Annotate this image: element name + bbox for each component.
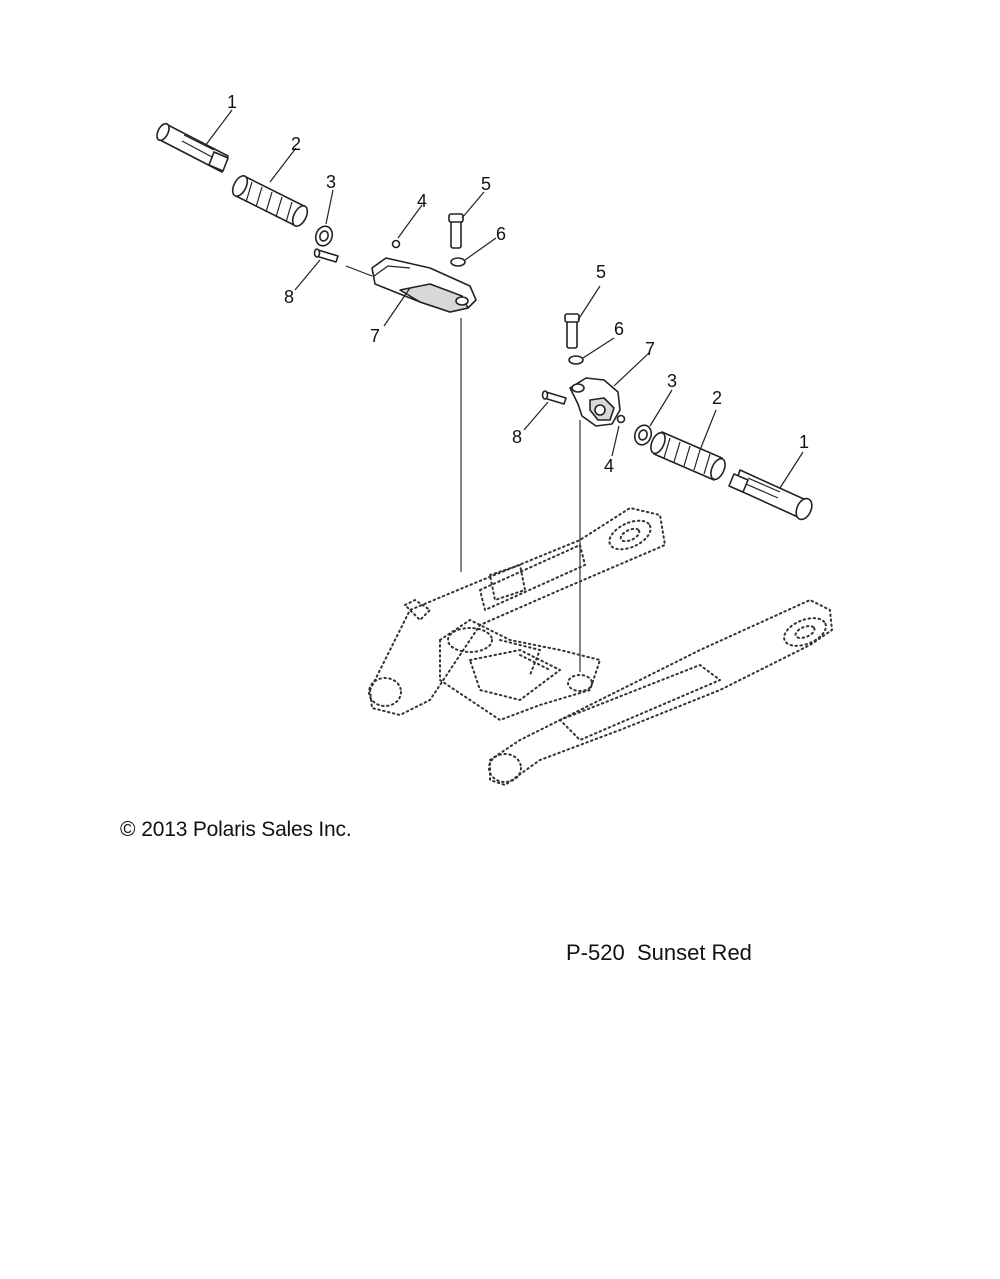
copyright-symbol: © bbox=[120, 818, 136, 841]
left-peg-shaft bbox=[156, 122, 229, 173]
callout-right-2: 2 bbox=[712, 388, 722, 408]
left-footpeg-bracket bbox=[371, 257, 477, 313]
swingarm-phantom bbox=[368, 507, 833, 786]
callout-left-4: 4 bbox=[417, 191, 427, 211]
callout-right-3: 3 bbox=[667, 371, 677, 391]
copyright-notice: ©2013 Polaris Sales Inc. bbox=[120, 818, 352, 842]
callout-right-8: 8 bbox=[512, 427, 522, 447]
right-footpeg-bracket bbox=[569, 377, 621, 427]
right-footpeg-assembly: 5 6 7 4 8 3 bbox=[512, 262, 813, 672]
color-name: Sunset Red bbox=[636, 940, 752, 965]
callout-right-4: 4 bbox=[604, 456, 614, 476]
left-rubber-grip bbox=[231, 175, 309, 227]
callout-left-8: 8 bbox=[284, 287, 294, 307]
left-footpeg-assembly: 1 2 3 4 5 6 bbox=[156, 92, 506, 572]
callout-left-2: 2 bbox=[291, 134, 301, 154]
right-clevis-pin bbox=[541, 390, 567, 405]
callout-left-5: 5 bbox=[481, 174, 491, 194]
right-bolt bbox=[564, 313, 580, 349]
copyright-text: 2013 Polaris Sales Inc. bbox=[141, 818, 352, 841]
callout-right-5: 5 bbox=[596, 262, 606, 282]
color-code-label: P-520 Sunset Red bbox=[566, 940, 752, 966]
left-clevis-pin bbox=[313, 248, 339, 263]
callout-right-1: 1 bbox=[799, 432, 809, 452]
right-bolt-washer bbox=[568, 355, 584, 365]
callout-left-7: 7 bbox=[370, 326, 380, 346]
right-detent-ball bbox=[616, 414, 626, 424]
right-peg-shaft bbox=[728, 469, 813, 521]
callout-right-7: 7 bbox=[645, 339, 655, 359]
left-bolt bbox=[448, 213, 464, 249]
callout-right-6: 6 bbox=[614, 319, 624, 339]
callout-left-6: 6 bbox=[496, 224, 506, 244]
callout-left-1: 1 bbox=[227, 92, 237, 112]
left-detent-ball bbox=[391, 239, 401, 249]
left-bolt-washer bbox=[450, 257, 466, 267]
right-rubber-grip bbox=[650, 431, 726, 481]
color-code: P-520 bbox=[566, 940, 625, 965]
callout-left-3: 3 bbox=[326, 172, 336, 192]
